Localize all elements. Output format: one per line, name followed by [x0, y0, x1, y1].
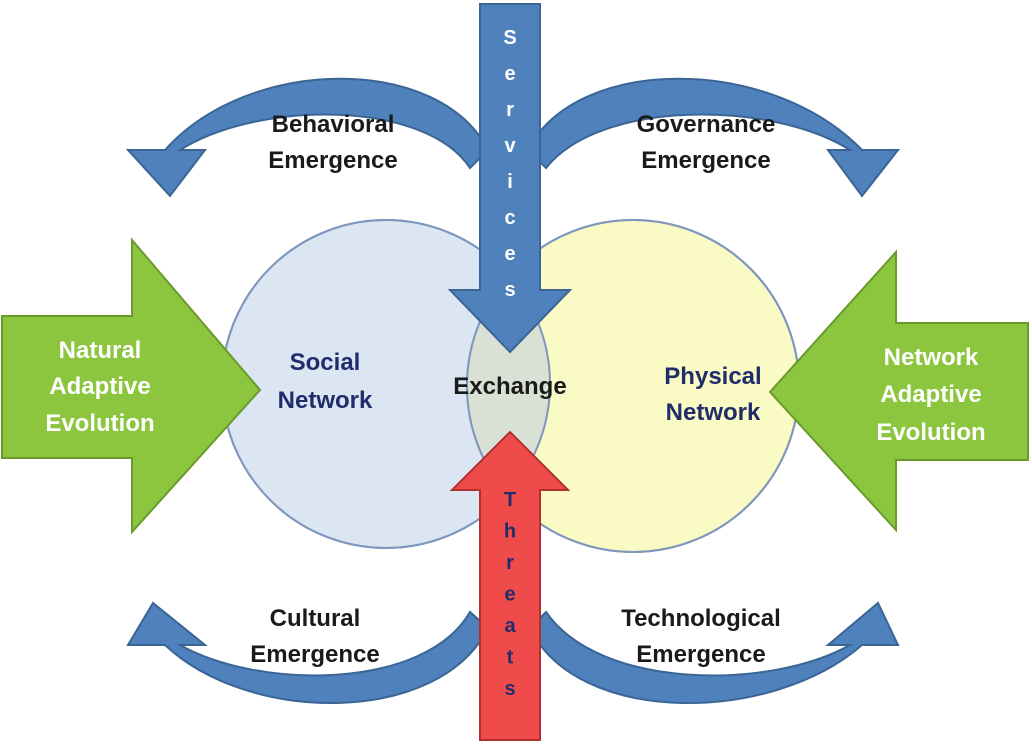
technological-emergence-label: Emergence — [636, 641, 765, 668]
network-adaptive-evolution-arrow — [768, 249, 1029, 533]
services-letter-1: e — [504, 63, 515, 85]
services-letter-4: i — [507, 171, 513, 193]
governance-emergence-arrow — [526, 77, 901, 198]
threats-letter-5: t — [507, 647, 514, 669]
cultural-label: Cultural — [270, 605, 361, 632]
technological-label: Technological — [621, 605, 781, 632]
services-arrow — [447, 3, 573, 354]
threats-letter-4: a — [504, 615, 516, 637]
governance-emergence-label: Emergence — [641, 147, 770, 174]
right-input-line-1: Network — [884, 344, 979, 371]
cultural-emergence-label: Emergence — [250, 641, 379, 668]
services-letter-2: r — [506, 99, 514, 121]
threats-letter-3: e — [504, 584, 515, 606]
services-letter-0: S — [503, 27, 516, 49]
threats-arrow — [449, 430, 571, 741]
services-letter-5: c — [504, 207, 515, 229]
social-label: Social — [290, 349, 361, 376]
left-input-line-1: Natural — [59, 337, 142, 364]
left-input-line-3: Evolution — [45, 410, 154, 437]
services-letter-6: e — [504, 243, 515, 265]
natural-adaptive-evolution-arrow — [1, 237, 262, 535]
exchange-label: Exchange — [453, 373, 566, 400]
services-letter-3: v — [504, 135, 516, 157]
technological-emergence-arrow — [528, 601, 900, 705]
threats-letter-1: h — [504, 521, 516, 543]
behavioral-emergence-label: Emergence — [268, 147, 397, 174]
behavioral-emergence-arrow — [125, 77, 490, 198]
right-input-line-3: Evolution — [876, 419, 985, 446]
threats-letter-2: r — [506, 552, 514, 574]
services-letter-7: s — [504, 279, 515, 301]
physical-label: Physical — [664, 363, 761, 390]
cultural-emergence-arrow — [126, 601, 490, 705]
threats-letter-6: s — [504, 678, 515, 700]
physical-network-label: Network — [666, 399, 761, 426]
threats-letter-0: T — [504, 489, 516, 511]
left-input-line-2: Adaptive — [49, 373, 150, 400]
right-input-line-2: Adaptive — [880, 381, 981, 408]
behavioral-label: Behavioral — [272, 111, 395, 138]
governance-label: Governance — [637, 111, 776, 138]
social-network-label: Network — [278, 387, 373, 414]
